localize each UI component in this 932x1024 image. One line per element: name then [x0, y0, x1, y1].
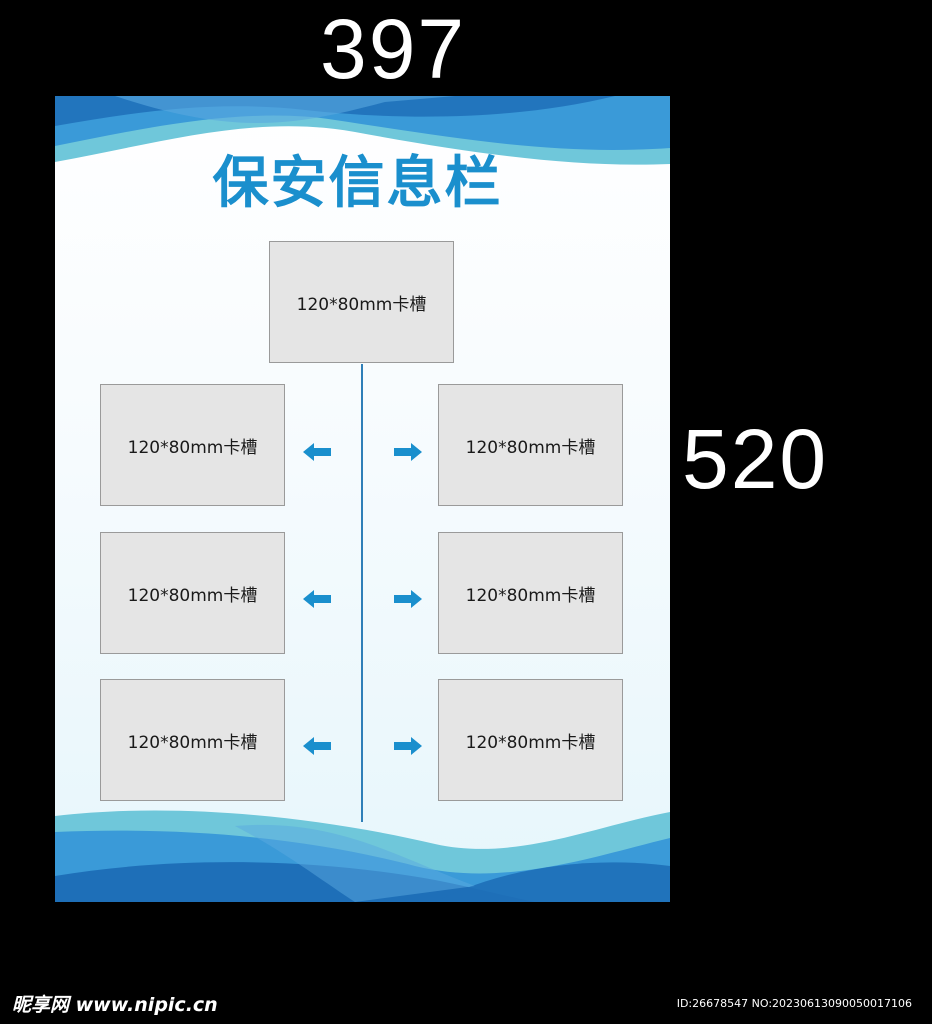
card-slot-left-2: 120*80mm卡槽	[100, 532, 285, 654]
width-dimension-label: 397	[320, 2, 467, 96]
arrow-left-icon	[303, 737, 331, 755]
arrow-right-icon	[394, 443, 422, 461]
card-slot-top: 120*80mm卡槽	[269, 241, 454, 363]
card-slot-left-1: 120*80mm卡槽	[100, 384, 285, 506]
board-title: 保安信息栏	[212, 150, 503, 216]
arrow-left-icon	[303, 590, 331, 608]
card-slot-right-2: 120*80mm卡槽	[438, 532, 623, 654]
watermark-site: 昵享网 www.nipic.cn	[12, 994, 218, 1016]
card-slot-left-3: 120*80mm卡槽	[100, 679, 285, 801]
arrow-left-icon	[303, 443, 331, 461]
center-divider-line	[361, 364, 363, 822]
wave-decoration	[55, 96, 670, 902]
card-slot-right-1: 120*80mm卡槽	[438, 384, 623, 506]
card-slot-right-3: 120*80mm卡槽	[438, 679, 623, 801]
arrow-right-icon	[394, 737, 422, 755]
watermark-id: ID:26678547 NO:20230613090050017106	[676, 997, 912, 1010]
height-dimension-label: 520	[682, 412, 829, 506]
security-info-board: 保安信息栏 120*80mm卡槽 120*80mm卡槽 120*80mm卡槽 1…	[55, 96, 670, 902]
arrow-right-icon	[394, 590, 422, 608]
